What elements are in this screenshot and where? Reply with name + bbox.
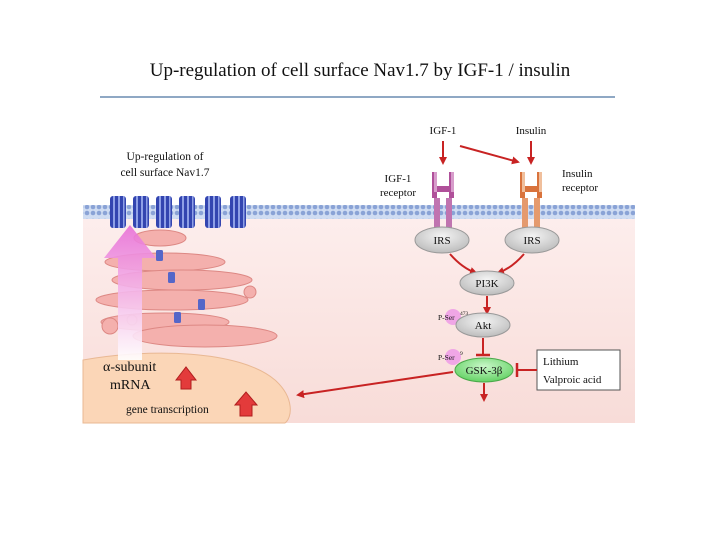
- alpha-subunit-label: α-subunit: [103, 360, 156, 375]
- pi3k-label: PI3K: [475, 278, 498, 290]
- slide-title: Up-regulation of cell surface Nav1.7 by …: [149, 60, 571, 81]
- p-ser9-label: P-Ser: [438, 353, 455, 362]
- mrna-up-arrow: [174, 366, 198, 390]
- p-ser9-sup: 9: [460, 351, 463, 357]
- irs-right-label: IRS: [523, 235, 540, 247]
- pi3k-node: [459, 270, 515, 296]
- p-ser473-sup: 473: [460, 311, 469, 317]
- nav17-channel: [133, 196, 149, 228]
- p-ser9-badge: [445, 349, 461, 365]
- gsk3b-node: [454, 357, 514, 383]
- gene-transcription-label: gene transcription: [126, 404, 209, 416]
- nav17-channel: [156, 196, 172, 228]
- igf1-to-insulin-receptor-arrow: [459, 145, 520, 165]
- akt-label: Akt: [475, 320, 492, 332]
- irs-left-label: IRS: [433, 235, 450, 247]
- p-ser473-label: P-Ser: [438, 313, 455, 322]
- igf1-receptor: [432, 172, 454, 234]
- extracellular-space: [83, 112, 635, 207]
- gsk-to-nucleus-arrow: [296, 371, 454, 399]
- title-divider: [100, 96, 615, 98]
- igf1-receptor-label: receptor: [380, 187, 416, 199]
- akt-node: [455, 312, 511, 338]
- mrna-label: mRNA: [110, 378, 151, 393]
- vesicle-channels: [156, 250, 205, 323]
- nav17-channel: [110, 196, 126, 228]
- insulin-receptor-label: Insulin: [562, 168, 593, 180]
- nav17-channel: [230, 196, 246, 228]
- insulin-receptor-label: receptor: [562, 182, 598, 194]
- nav17-channel: [205, 196, 221, 228]
- igf1-receptor-label: IGF-1: [385, 173, 412, 185]
- irs-node-right: [504, 226, 560, 254]
- upregulation-label: Up-regulation of: [127, 151, 204, 163]
- nav17-channel: [179, 196, 195, 228]
- insulin-label: Insulin: [516, 125, 547, 137]
- insulin-receptor: [520, 172, 542, 234]
- upregulation-label: cell surface Nav1.7: [120, 167, 209, 179]
- irs-node-left: [414, 226, 470, 254]
- valproic-acid-label: Valproic acid: [543, 374, 602, 386]
- lithium-label: Lithium: [543, 356, 579, 368]
- igf1-label: IGF-1: [430, 125, 457, 137]
- nav17-channel-group: [110, 196, 246, 228]
- transcription-up-arrow: [233, 391, 259, 417]
- trafficking-arrow: [104, 225, 156, 360]
- gsk3b-label: GSK-3β: [466, 365, 503, 377]
